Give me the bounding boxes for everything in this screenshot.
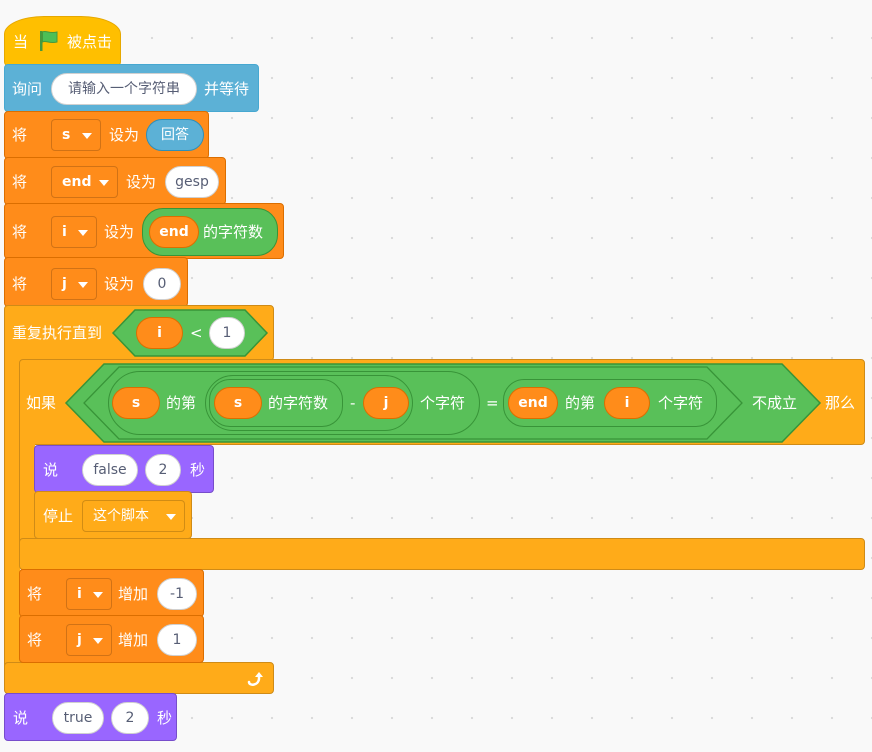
if-label: 如果 — [26, 394, 57, 412]
stop-block[interactable]: 停止 这个脚本 — [34, 491, 192, 539]
value-input-1[interactable]: 1 — [209, 317, 245, 349]
length-label: 的字符数 — [203, 223, 264, 241]
variable-name: j — [77, 632, 82, 648]
ask-suffix: 并等待 — [204, 80, 250, 98]
less-than-symbol: < — [190, 324, 203, 342]
variable-name: end — [62, 174, 92, 190]
set-to-label: 设为 — [109, 126, 140, 144]
length-label: 的字符数 — [268, 394, 329, 412]
repeat-until-footer[interactable] — [4, 662, 274, 694]
set-to-label: 设为 — [126, 173, 157, 191]
say-for-secs-block-true[interactable]: 说 true 2 秒 — [4, 693, 177, 741]
when-flag-clicked-block[interactable]: 当 被点击 — [4, 16, 121, 66]
length-of-reporter[interactable]: end 的字符数 — [142, 208, 278, 256]
stop-option-dropdown[interactable]: 这个脚本 — [82, 500, 185, 532]
green-flag-icon — [37, 29, 61, 57]
say-for-secs-block-false[interactable]: 说 false 2 秒 — [34, 445, 214, 493]
variable-name: j — [62, 276, 67, 292]
change-label: 将 — [27, 585, 43, 603]
set-label: 将 — [12, 173, 28, 191]
chevron-down-icon — [82, 133, 92, 139]
set-s-block[interactable]: 将 s 设为 回答 — [4, 111, 209, 159]
set-label: 将 — [12, 275, 28, 293]
minus-symbol: - — [350, 394, 356, 412]
seconds-input[interactable]: 2 — [145, 454, 181, 486]
value-input-1[interactable]: 1 — [157, 624, 197, 656]
seconds-unit: 秒 — [157, 709, 173, 727]
hat-prefix: 当 — [13, 33, 29, 51]
change-by-label: 增加 — [118, 585, 149, 603]
say-label: 说 — [13, 709, 29, 727]
change-by-label: 增加 — [118, 631, 149, 649]
chevron-down-icon — [78, 282, 88, 288]
nth-label: 的第 — [565, 394, 596, 412]
equals-symbol: = — [486, 394, 499, 412]
ask-and-wait-block[interactable]: 询问 请输入一个字符串 并等待 — [4, 64, 259, 112]
chars-label: 个字符 — [658, 394, 704, 412]
answer-reporter[interactable]: 回答 — [146, 119, 204, 151]
not-label: 不成立 — [752, 394, 798, 412]
s-variable-reporter[interactable]: s — [214, 387, 262, 419]
chevron-down-icon — [99, 180, 109, 186]
message-input[interactable]: true — [52, 702, 104, 734]
seconds-unit: 秒 — [190, 461, 206, 479]
variable-name: i — [62, 224, 67, 240]
repeat-until-arm — [4, 340, 20, 670]
message-input[interactable]: false — [82, 454, 138, 486]
value-input-neg1[interactable]: -1 — [157, 578, 197, 610]
value-input-gesp[interactable]: gesp — [165, 166, 219, 198]
repeat-until-label: 重复执行直到 — [12, 324, 103, 342]
then-label: 那么 — [825, 394, 856, 412]
stop-option-text: 这个脚本 — [93, 508, 149, 524]
j-variable-reporter[interactable]: j — [363, 387, 409, 419]
variable-dropdown-i[interactable]: i — [66, 578, 112, 610]
variable-dropdown-end[interactable]: end — [51, 166, 118, 198]
say-label: 说 — [43, 461, 59, 479]
hat-suffix: 被点击 — [67, 33, 113, 51]
change-label: 将 — [27, 631, 43, 649]
variable-dropdown-i[interactable]: i — [51, 216, 97, 248]
seconds-input[interactable]: 2 — [111, 702, 149, 734]
variable-dropdown-j[interactable]: j — [51, 268, 97, 300]
loop-arrow-icon — [246, 670, 264, 692]
if-then-arm — [19, 420, 35, 550]
end-variable-reporter[interactable]: end — [508, 387, 558, 419]
chars-label: 个字符 — [420, 394, 466, 412]
s-variable-reporter[interactable]: s — [112, 387, 160, 419]
set-label: 将 — [12, 223, 28, 241]
ask-label: 询问 — [12, 80, 43, 98]
if-then-footer[interactable] — [19, 538, 865, 570]
set-i-block[interactable]: 将 i 设为 end 的字符数 — [4, 203, 284, 259]
i-variable-reporter[interactable]: i — [136, 317, 183, 349]
change-i-block[interactable]: 将 i 增加 -1 — [19, 569, 204, 617]
variable-dropdown-j[interactable]: j — [66, 624, 112, 656]
stop-label: 停止 — [43, 507, 74, 525]
chevron-down-icon — [93, 592, 103, 598]
chevron-down-icon — [93, 638, 103, 644]
set-label: 将 — [12, 126, 28, 144]
chevron-down-icon — [78, 230, 88, 236]
change-j-block[interactable]: 将 j 增加 1 — [19, 615, 204, 663]
end-variable-reporter[interactable]: end — [149, 216, 199, 248]
set-to-label: 设为 — [104, 275, 135, 293]
question-input[interactable]: 请输入一个字符串 — [51, 73, 197, 105]
variable-name: s — [62, 127, 71, 143]
set-to-label: 设为 — [104, 223, 135, 241]
nth-label: 的第 — [166, 394, 197, 412]
i-variable-reporter[interactable]: i — [604, 387, 650, 419]
variable-dropdown-s[interactable]: s — [51, 119, 101, 151]
set-end-block[interactable]: 将 end 设为 gesp — [4, 157, 226, 205]
value-input-0[interactable]: 0 — [143, 268, 181, 300]
variable-name: i — [77, 586, 82, 602]
chevron-down-icon — [166, 514, 176, 520]
set-j-block[interactable]: 将 j 设为 0 — [4, 257, 188, 307]
